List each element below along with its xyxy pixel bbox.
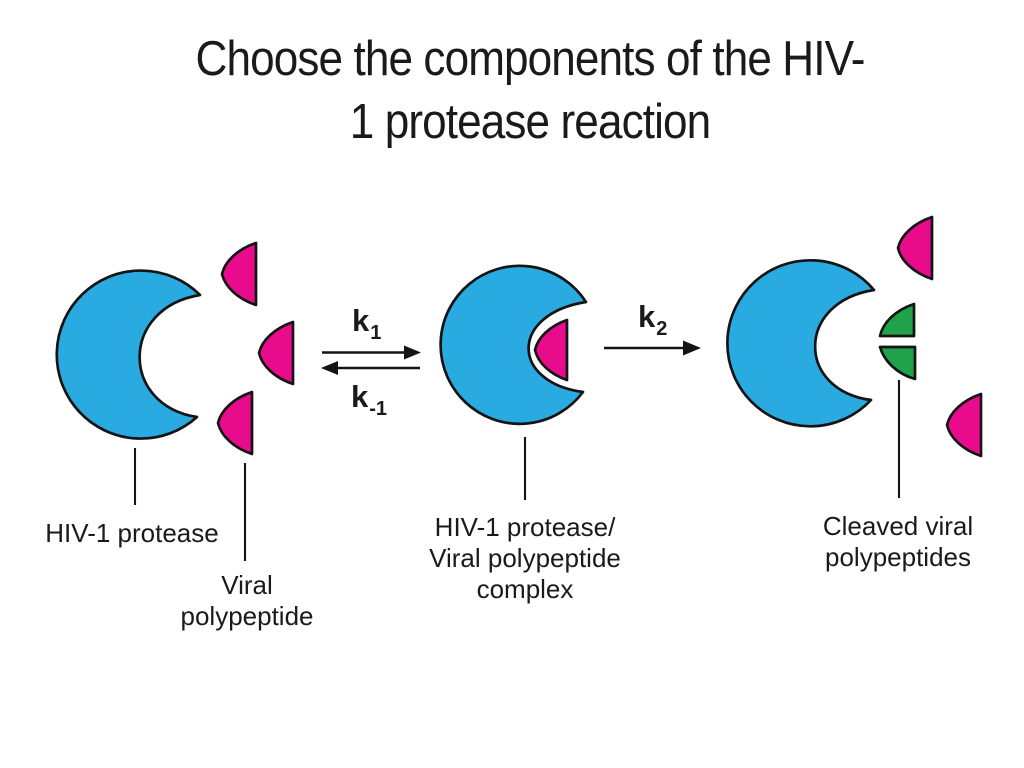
cleaved-fragment-lower-shape[interactable] [878,345,917,381]
forward-arrow-head [404,345,421,360]
reverse-arrow-head [321,361,338,375]
label-hiv1-protease: HIV-1 protease [45,518,219,548]
cleavage-arrow [604,340,701,356]
protease-polypeptide-complex[interactable] [439,264,588,426]
rate-constant-k-1-sub: -1 [369,398,388,420]
label-viral-polypeptide: Viral polypeptide [147,570,347,632]
label-cleaved-polypeptides: Cleaved viral polypeptides [798,511,998,573]
hiv1-protease-product-shape[interactable] [726,259,876,428]
label-complex: HIV-1 protease/ Viral polypeptide comple… [405,512,645,605]
label-cleaved-line2: polypeptides [825,542,971,572]
label-complex-line3: complex [476,574,574,604]
hiv1-protease-enzyme-shape[interactable] [55,269,202,440]
viral-polypeptide-shape-top[interactable] [220,241,258,307]
slide-title: Choose the components of the HIV- 1 prot… [170,28,890,154]
equilibrium-arrows [321,345,421,375]
label-viral-polypeptide-line2: polypeptide [180,601,314,631]
cleaved-polypeptides-group [878,215,983,458]
cleavage-arrow-head [683,340,701,356]
label-cleaved-line1: Cleaved viral [822,511,974,541]
cleaved-fragment-upper-shape[interactable] [878,302,916,338]
label-complex-line2: Viral polypeptide [429,543,621,573]
released-polypeptide-shape-top[interactable] [896,215,934,281]
rate-constant-k2-sub: 2 [656,318,668,340]
rate-constant-k2: k2 [638,299,667,340]
viral-polypeptide-shape-middle[interactable] [257,320,295,386]
slide-title-line1: Choose the components of the HIV- [195,32,866,86]
label-complex-line1: HIV-1 protease/ [434,512,616,542]
rate-constant-k-1: k-1 [351,379,387,420]
slide-title-line2: 1 protease reaction [349,95,711,149]
label-viral-polypeptide-line1: Viral [221,570,273,600]
rate-constant-k1: k1 [352,303,381,344]
released-polypeptide-shape-bottom[interactable] [945,392,983,458]
complex-bound-polypeptide-shape[interactable] [533,318,569,382]
complex-enzyme-shape[interactable] [439,264,588,426]
viral-polypeptide-shape-bottom[interactable] [216,390,254,456]
viral-polypeptide-group [216,241,295,456]
rate-constant-k1-base: k [352,303,370,338]
rate-constant-k1-sub: 1 [370,322,382,344]
rate-constant-k2-base: k [638,299,656,334]
rate-constant-k-1-base: k [351,379,369,414]
